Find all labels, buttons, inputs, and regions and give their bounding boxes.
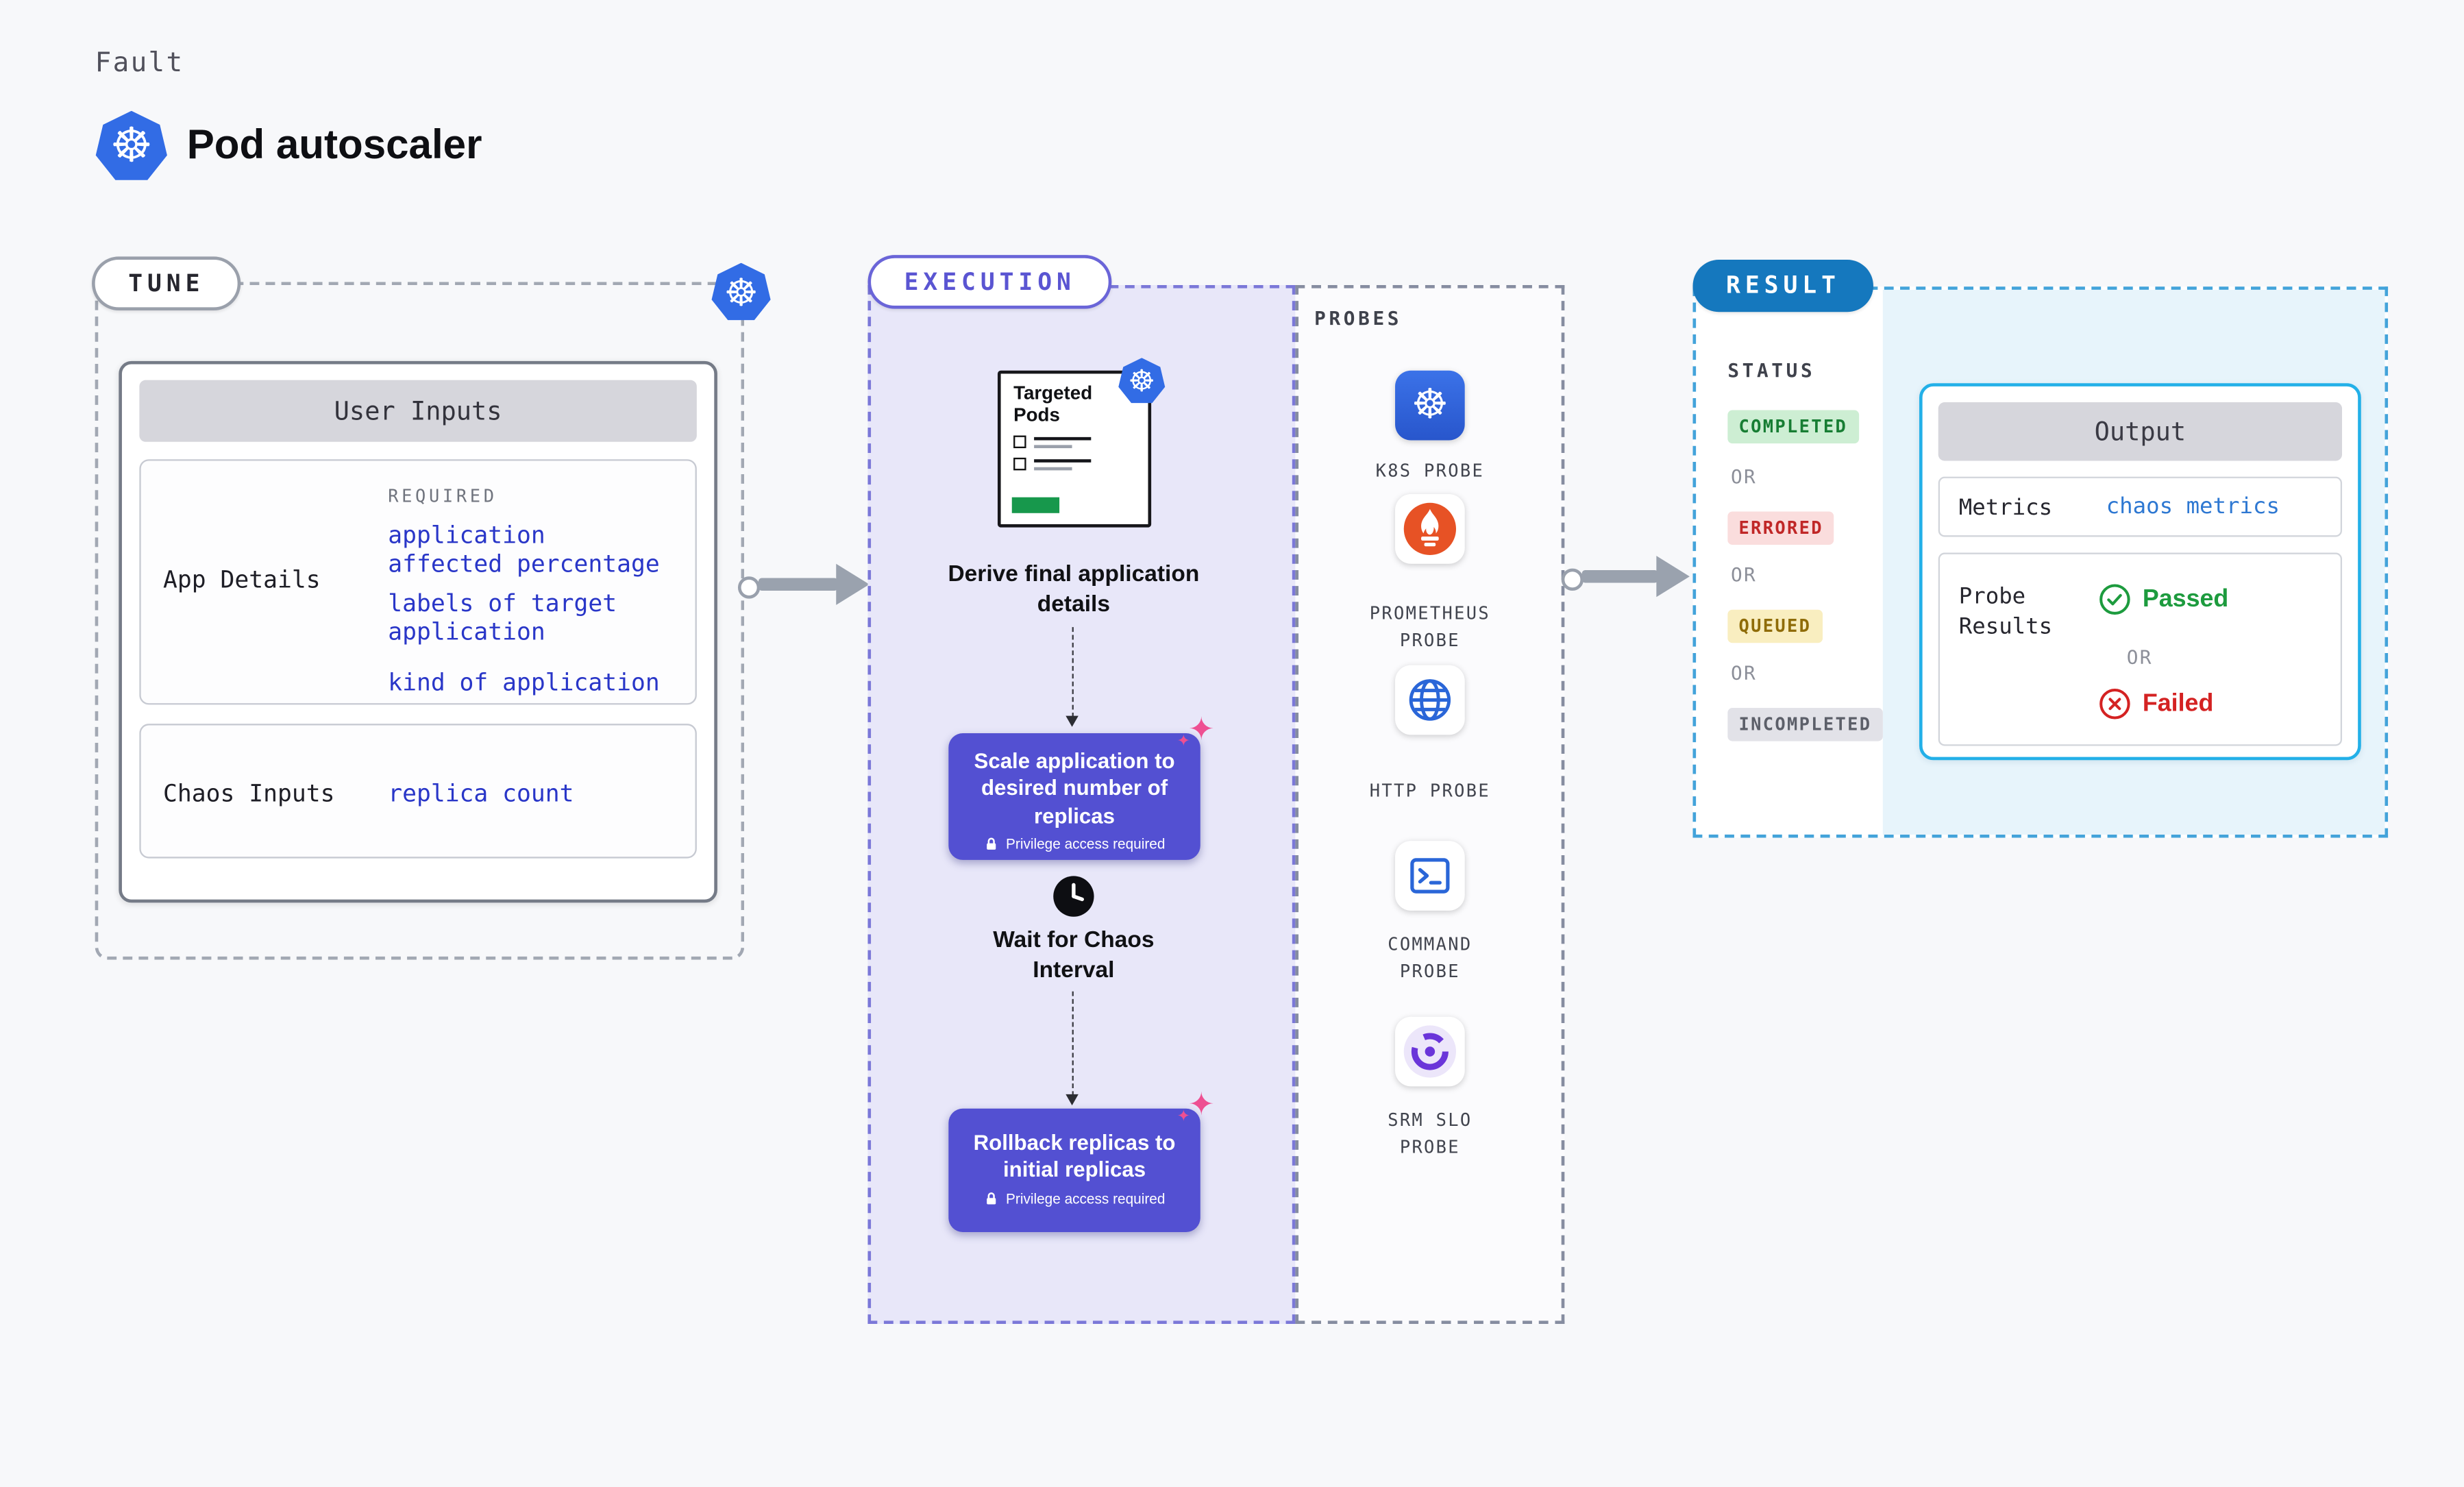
failed-row: Failed [2098, 687, 2213, 721]
kubernetes-logo-icon: ☸ [95, 110, 167, 180]
connector-dot [737, 576, 761, 599]
or-label: OR [1730, 465, 1758, 488]
lock-icon [987, 837, 996, 850]
result-section: STATUS COMPLETED OR ERRORED OR QUEUED OR… [1692, 286, 2389, 838]
sparkle-icon: ✦✦ [1176, 1085, 1215, 1127]
kubernetes-icon: ☸ [1395, 370, 1465, 441]
globe-icon [1395, 665, 1465, 735]
link-labels-of-target-application[interactable]: labels of target application [388, 589, 617, 646]
targeted-pods-illustration: Targeted Pods [997, 370, 1152, 528]
or-label: OR [2126, 646, 2153, 669]
status-badge-errored: ERRORED [1727, 511, 1835, 545]
flow-arrow-down [1065, 627, 1079, 727]
status-label: STATUS [1727, 359, 1816, 382]
targeted-pods-label: Targeted Pods [1013, 381, 1093, 426]
checkbox-icon [1013, 456, 1026, 470]
privilege-badge: Privilege access required [961, 1190, 1187, 1206]
passed-text: Passed [2142, 585, 2229, 613]
execution-pill: EXECUTION [867, 255, 1113, 309]
passed-row: Passed [2098, 582, 2228, 616]
page-title: Pod autoscaler [186, 120, 482, 168]
privilege-badge: Privilege access required [961, 836, 1187, 852]
arrow-execution-to-result [1581, 569, 1658, 583]
probe-label-srm-slo: SRM SLO PROBE [1388, 1110, 1473, 1158]
terminal-icon [1395, 841, 1465, 911]
connector-dot [1561, 568, 1584, 591]
clock-icon [1052, 874, 1096, 919]
link-replica-count[interactable]: replica count [388, 779, 574, 808]
rollback-action-box: Rollback replicas to initial replicas Pr… [948, 1088, 1215, 1232]
arrow-tune-to-execution [758, 578, 838, 591]
output-header: Output [1938, 402, 2343, 461]
probe-label-k8s: K8S PROBE [1375, 460, 1485, 482]
lock-icon [987, 1192, 996, 1204]
kubernetes-badge-icon: ☸ [711, 262, 771, 321]
failed-text: Failed [2142, 689, 2214, 717]
chaos-metrics-link[interactable]: chaos metrics [2106, 494, 2280, 520]
scale-action-text: Scale application to desired number of r… [974, 749, 1175, 828]
scale-action-box: Scale application to desired number of r… [948, 713, 1215, 860]
probe-label-command: COMMAND PROBE [1388, 934, 1473, 982]
rollback-action-text: Rollback replicas to initial replicas [973, 1131, 1176, 1182]
derive-step-text: Derive final application details [948, 562, 1200, 617]
probe-label-prometheus: PROMETHEUS PROBE [1369, 603, 1490, 651]
pod-list-item [1013, 456, 1148, 470]
metrics-label: Metrics [1958, 495, 2053, 521]
probes-section: PROBES ☸ K8S PROBE PROMETHEUS PROBE HTTP… [1295, 284, 1565, 1325]
fault-kicker: Fault [95, 47, 184, 79]
link-affected-percentage[interactable]: affected percentage [388, 549, 660, 578]
status-badge-queued: QUEUED [1727, 609, 1823, 643]
or-label: OR [1730, 563, 1758, 587]
chaos-inputs-box: Chaos Inputs replica count [139, 724, 697, 859]
pod-list-item [1013, 434, 1148, 448]
x-circle-icon [2099, 689, 2130, 720]
progress-bar [1011, 497, 1060, 513]
probe-results-row: Probe Results Passed OR Failed [1938, 552, 2343, 746]
probe-results-label: Probe Results [1958, 584, 2053, 640]
or-label: OR [1730, 662, 1758, 685]
user-inputs-header: User Inputs [139, 380, 697, 442]
srm-slo-icon [1395, 1016, 1465, 1087]
output-box: Output Metrics chaos metrics Probe Resul… [1919, 383, 2361, 761]
check-circle-icon [2099, 584, 2130, 615]
app-details-label: App Details [163, 565, 321, 594]
wait-step-text: Wait for Chaos Interval [993, 928, 1155, 983]
chaos-inputs-label: Chaos Inputs [163, 779, 335, 808]
sparkle-icon: ✦✦ [1176, 709, 1215, 751]
status-badge-completed: COMPLETED [1727, 410, 1859, 444]
arrowhead-icon [836, 563, 870, 605]
kubernetes-badge-icon: ☸ [1118, 358, 1166, 404]
probe-label-http: HTTP PROBE [1369, 781, 1490, 802]
tune-pill: TUNE [92, 256, 241, 310]
arrowhead-icon [1656, 556, 1690, 598]
user-inputs-card: User Inputs App Details REQUIRED applica… [119, 360, 717, 903]
result-pill: RESULT [1692, 260, 1874, 312]
required-label: REQUIRED [388, 486, 497, 507]
checkbox-icon [1013, 434, 1026, 448]
link-application[interactable]: application [388, 521, 545, 550]
status-badge-incompleted: INCOMPLETED [1727, 708, 1883, 741]
link-kind-of-application[interactable]: kind of application [388, 668, 660, 697]
app-details-box: App Details REQUIRED application affecte… [139, 459, 697, 705]
prometheus-icon [1395, 494, 1465, 564]
tune-section [95, 282, 745, 960]
probes-label: PROBES [1314, 307, 1403, 330]
metrics-row: Metrics chaos metrics [1938, 476, 2343, 537]
flow-arrow-down [1065, 991, 1079, 1106]
